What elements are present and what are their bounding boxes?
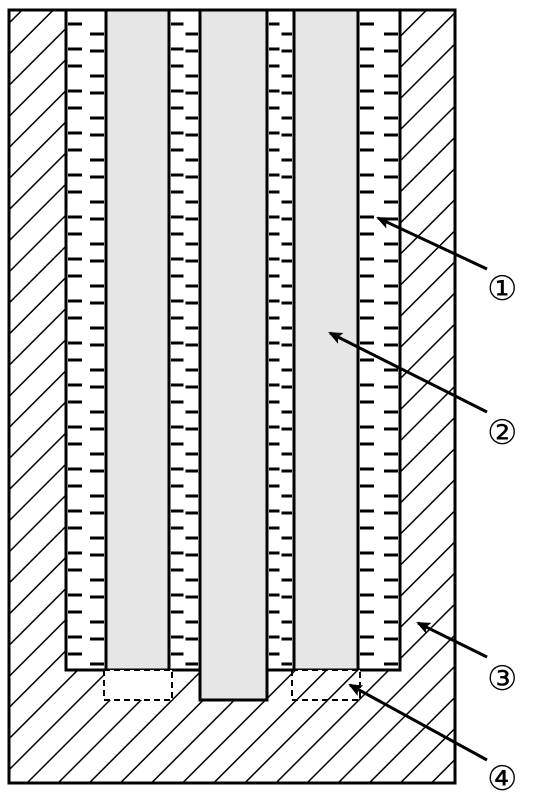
dashed-recess-right <box>291 669 361 701</box>
label-2: ② <box>487 413 517 453</box>
dashed-recess-boxes <box>103 669 361 701</box>
label-4: ④ <box>487 759 517 799</box>
electrode-plates <box>104 8 360 702</box>
label-3: ③ <box>487 659 517 699</box>
dashed-recess-left <box>103 669 173 701</box>
electrode-plate-left <box>104 8 171 672</box>
arrow-1 <box>376 216 488 271</box>
arrow-3 <box>416 621 488 659</box>
callout-labels: ① ② ③ ④ <box>487 269 517 799</box>
arrow-2 <box>328 331 488 414</box>
electrode-plate-right <box>292 8 360 672</box>
electrode-plate-center <box>198 8 269 702</box>
arrow-4 <box>348 683 488 762</box>
callout-arrows <box>328 216 488 762</box>
label-1: ① <box>487 269 517 309</box>
medium-tick-marks <box>68 22 398 666</box>
